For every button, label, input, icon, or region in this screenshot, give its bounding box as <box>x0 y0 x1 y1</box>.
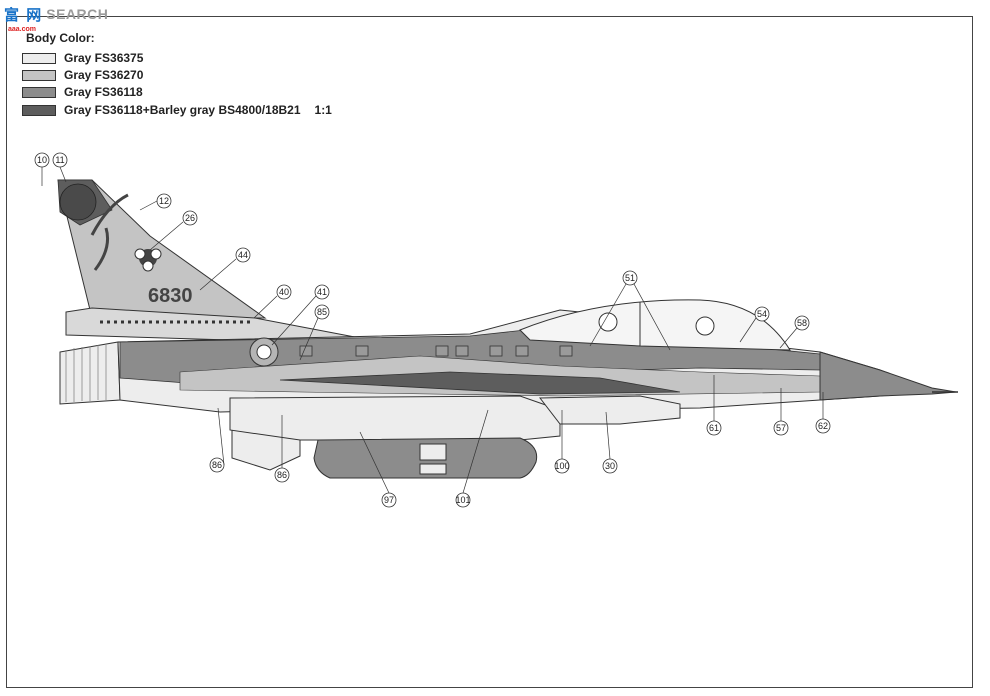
tail-serial: 6830 <box>148 285 193 307</box>
color-swatch <box>22 104 56 116</box>
watermark-en: SEARCH <box>46 6 109 22</box>
callout-51: 51 <box>625 273 635 283</box>
legend-title: Body Color: <box>26 31 95 45</box>
callout-44: 44 <box>238 250 248 260</box>
callout-85: 85 <box>317 307 327 317</box>
callout-10: 10 <box>37 155 47 165</box>
callout-97: 97 <box>384 495 394 505</box>
callout-58: 58 <box>797 318 807 328</box>
tail-stroke-1 <box>90 193 129 236</box>
color-swatch <box>22 86 56 98</box>
legend-label: Gray FS36375 <box>64 51 144 65</box>
legend-label: Gray FS36118+Barley gray BS4800/18B21 <box>64 103 301 117</box>
legend-item: Gray FS36118+Barley gray BS4800/18B21 1:… <box>22 103 332 117</box>
tank-window <box>419 443 447 461</box>
nose-cone <box>819 351 957 401</box>
wing-strake <box>279 371 681 395</box>
callout-57: 57 <box>776 423 786 433</box>
callout-41: 41 <box>317 287 327 297</box>
page-frame <box>6 16 973 688</box>
watermark-cn: 富 网 <box>4 5 43 24</box>
callout-61: 61 <box>709 423 719 433</box>
tail-emblem-disc <box>59 183 97 221</box>
canopy <box>519 299 791 351</box>
callout-100: 100 <box>554 461 569 471</box>
callout-labels: 10 11 12 26 44 40 41 85 51 54 58 61 57 6… <box>37 155 828 505</box>
callout-40: 40 <box>279 287 289 297</box>
callout-11: 11 <box>55 155 64 165</box>
color-swatch <box>22 69 56 81</box>
callout-62: 62 <box>818 421 828 431</box>
mix-ratio: 1:1 <box>314 103 332 117</box>
callout-101: 101 <box>455 495 470 505</box>
tail-plum-emblem <box>134 248 162 272</box>
legend-item: Gray FS36270 <box>22 68 143 82</box>
pilot-front <box>695 316 715 336</box>
tail-stroke-2 <box>93 227 110 271</box>
callout-30: 30 <box>605 461 615 471</box>
callout-86-right: 86 <box>277 470 287 480</box>
legend-label: Gray FS36270 <box>64 68 144 82</box>
callout-leaders <box>41 166 824 494</box>
color-swatch <box>22 52 56 64</box>
callout-bubbles <box>34 152 831 508</box>
legend-label: Gray FS36118 <box>64 85 143 99</box>
callout-12: 12 <box>159 196 169 206</box>
fuselage-panels <box>299 345 573 357</box>
watermark-sub: aaa.com <box>8 26 37 33</box>
legend-item: Gray FS36118 <box>22 85 143 99</box>
pilot-rear <box>598 312 618 332</box>
roundel <box>249 337 279 367</box>
lower-body <box>229 395 561 441</box>
callout-86-left: 86 <box>212 460 222 470</box>
watermark-logo: 富 网 SEARCH <box>4 4 108 24</box>
callout-26: 26 <box>185 213 195 223</box>
legend-item: Gray FS36375 <box>22 51 143 65</box>
intake <box>538 395 681 425</box>
callout-54: 54 <box>757 309 767 319</box>
